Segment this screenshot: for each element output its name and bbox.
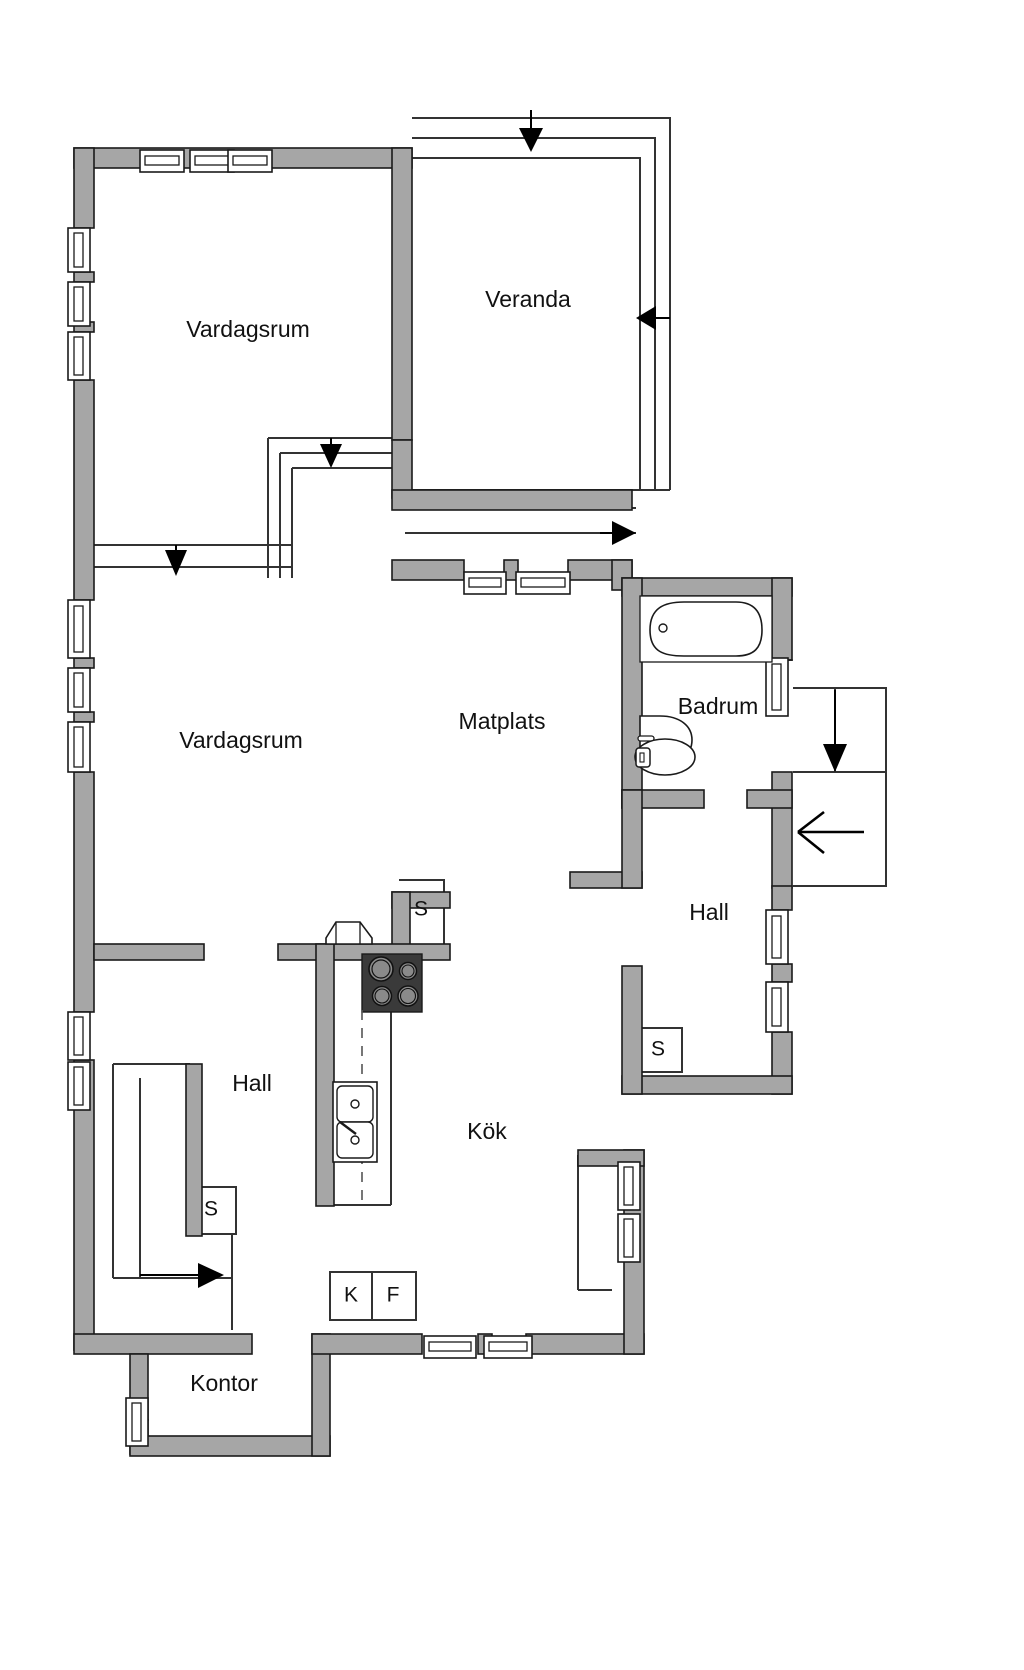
window-left-1 — [67, 227, 91, 273]
window-hall-right-1 — [765, 909, 789, 965]
s-box-hall-left — [186, 1186, 237, 1235]
chimney-inner-lines — [335, 922, 361, 944]
arrow-veranda-top-head — [519, 128, 543, 152]
arrow-stair-upper-head — [320, 444, 342, 468]
window-left-5 — [67, 667, 91, 713]
fixture-label-storage-hall-left: S — [204, 1198, 218, 1221]
wall-left-mullion-4 — [73, 711, 95, 723]
toilet-flush-icon — [639, 752, 645, 763]
window-kok-bottom-1 — [423, 1335, 477, 1359]
wall-left-upper-a — [73, 147, 95, 229]
entry-outer-rect — [793, 687, 887, 887]
arrow-entry-down-head — [823, 744, 847, 772]
wall-left-mullion-1 — [73, 271, 95, 283]
wall-hall-left-closet — [185, 1063, 203, 1237]
window-left-6 — [67, 721, 91, 773]
arrow-hall-left-head — [198, 1263, 224, 1288]
window-matplats-1 — [463, 571, 507, 595]
wall-kontor-bottom — [129, 1435, 331, 1457]
window-kok-right-1 — [617, 1161, 641, 1211]
window-left-8 — [67, 1061, 91, 1111]
fixture-label-freezer: F — [387, 1284, 400, 1307]
room-label-layer: Vardagsrum Veranda Vardagsrum Matplats B… — [179, 286, 758, 1396]
window-layer — [67, 149, 789, 1447]
washbasin-tap-icon — [637, 735, 655, 742]
bathtub-drain-icon — [658, 623, 668, 633]
room-label-veranda: Veranda — [485, 286, 571, 312]
wall-badrum-right-nub — [746, 789, 793, 809]
room-label-vardagsrum-main: Vardagsrum — [179, 727, 303, 753]
window-left-4 — [67, 599, 91, 659]
window-kok-right-2 — [617, 1213, 641, 1263]
arrow-matplats-right-head — [612, 521, 636, 545]
room-label-kok: Kök — [467, 1118, 507, 1144]
wall-matplats-mullion — [503, 559, 519, 581]
wall-kok-island-left — [315, 943, 335, 1207]
window-top-3 — [227, 149, 273, 173]
room-label-kontor: Kontor — [190, 1370, 258, 1396]
wall-hall-right-bottom — [621, 1075, 793, 1095]
bathroom-fixtures — [634, 595, 773, 776]
wall-badrum-left — [621, 577, 643, 809]
arrow-stair-left-head — [165, 550, 187, 576]
room-label-badrum: Badrum — [678, 693, 759, 719]
wall-matplats-top-a — [391, 559, 465, 581]
room-label-vardagsrum-top: Vardagsrum — [186, 316, 310, 342]
window-kontor — [125, 1397, 149, 1447]
wall-badrum-top — [621, 577, 793, 597]
sink-drain-1-icon — [350, 1099, 360, 1109]
room-label-hall-right: Hall — [689, 899, 729, 925]
arrow-veranda-right-head — [636, 306, 656, 330]
window-left-2 — [67, 281, 91, 327]
room-label-hall-left: Hall — [232, 1070, 272, 1096]
room-label-matplats: Matplats — [459, 708, 546, 734]
wall-veranda-bottom — [391, 489, 633, 511]
window-badrum — [765, 657, 789, 717]
veranda-outline-outer — [412, 117, 671, 490]
wall-kok-s-left — [391, 891, 411, 953]
veranda-outline-mid — [412, 137, 656, 490]
fixture-label-fridge: K — [344, 1284, 358, 1307]
window-left-3 — [67, 331, 91, 381]
window-top-1 — [139, 149, 185, 173]
window-matplats-2 — [515, 571, 571, 595]
wall-vardagsrum-hall-divider — [93, 943, 205, 961]
kitchen-fixtures — [325, 921, 423, 1200]
wall-right-a — [771, 885, 793, 911]
sink-tap-icon — [339, 1121, 357, 1135]
wall-left-mid — [73, 771, 95, 1013]
wall-badrum-right-a — [771, 577, 793, 661]
s-box-hall-right — [636, 1027, 683, 1073]
wall-hall-left-bottom — [73, 1333, 253, 1355]
sink-drain-2-icon — [350, 1135, 360, 1145]
veranda-outline-inner — [412, 157, 641, 490]
wall-left-mullion-3 — [73, 657, 95, 669]
wall-hall-right-left — [621, 965, 643, 1095]
wall-matplats-right — [621, 789, 643, 889]
bathtub-icon — [649, 601, 763, 657]
wall-right-mullion — [771, 963, 793, 983]
kf-box-outer — [329, 1271, 417, 1321]
window-kok-bottom-2 — [483, 1335, 533, 1359]
wall-vardagsrum-right — [391, 147, 413, 441]
fixture-label-layer: S S S K F — [204, 898, 665, 1307]
fixture-label-storage-hall-right: S — [651, 1038, 665, 1061]
window-left-7 — [67, 1011, 91, 1061]
arrow-layer — [140, 110, 864, 1288]
wall-kok-bottom-a — [311, 1333, 423, 1355]
fixture-label-storage-kitchen: S — [414, 898, 428, 921]
wall-left-upper-b — [73, 379, 95, 601]
arrow-entry-left-chevron — [797, 810, 864, 855]
window-hall-right-2 — [765, 981, 789, 1033]
